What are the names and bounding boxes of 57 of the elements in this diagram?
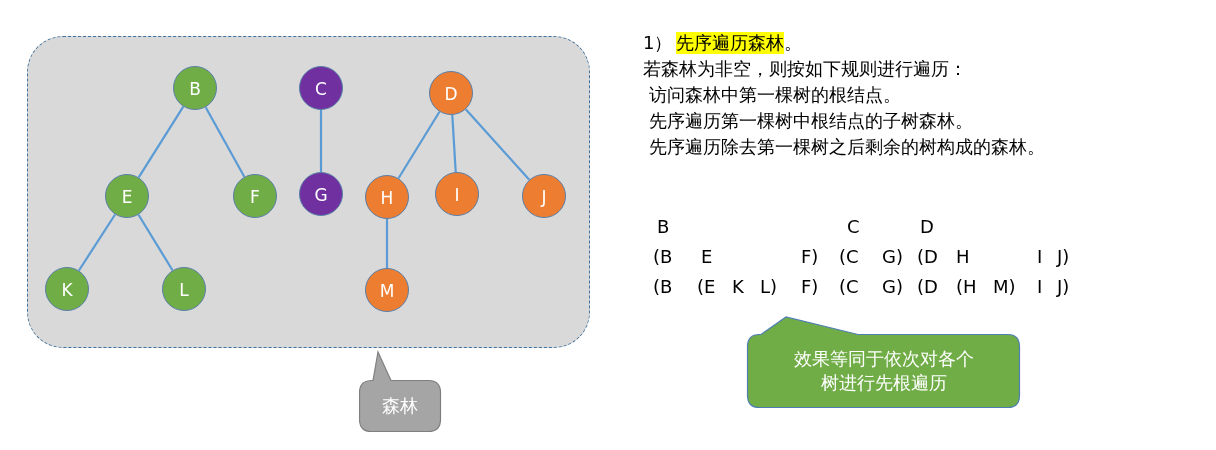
tree-edge [464,108,531,181]
tree-edge [204,106,246,178]
traversal-token: I [1037,246,1043,268]
tree-node: E [105,174,149,218]
tree-node: I [435,172,479,216]
traversal-token: J) [1057,246,1070,268]
tree-node: G [299,172,343,216]
traversal-token: L) [760,276,778,298]
traversal-token: I [1037,276,1043,298]
tree-node: L [162,267,206,311]
traversal-token: H [956,246,970,268]
traversal-token: E [701,246,713,268]
traversal-token: F) [801,276,819,298]
traversal-token: K [732,276,744,298]
tree-node: F [233,174,277,218]
tree-node: D [429,71,473,115]
tree-edge [385,219,389,268]
traversal-letter: B [657,216,670,238]
traversal-token: M) [993,276,1016,298]
traversal-token: (D [917,246,938,268]
traversal-letter: D [920,216,934,238]
callout-text: 效果等同于依次对各个树进行先根遍历 [792,347,975,395]
tree-edge [319,110,323,172]
callout-text: 森林 [382,394,418,418]
traversal-token: (E [697,276,716,298]
rule-text: 先序遍历除去第一棵树之后剩余的树构成的森林。 [649,136,1045,158]
traversal-token: (D [917,276,938,298]
traversal-token: (C [839,276,859,298]
tree-node: M [365,268,409,312]
traversal-token: (C [839,246,859,268]
traversal-token: G) [882,276,903,298]
tree-node: K [45,267,89,311]
rule-text: 先序遍历第一棵树中根结点的子树森林。 [649,110,973,132]
speech-bubble [359,350,442,433]
forest-box [27,36,590,348]
traversal-token: (H [956,276,977,298]
rule-text: 若森林为非空，则按如下规则进行遍历： [643,58,967,80]
tree-edge [78,213,116,272]
tree-node: H [365,175,409,219]
traversal-token: J) [1057,276,1070,298]
tree-edge [451,114,457,173]
speech-bubble [746,315,1022,410]
traversal-token: G) [882,246,903,268]
traversal-token: (B [653,276,673,298]
traversal-token: (B [653,246,673,268]
tree-edge [137,106,185,178]
traversal-token: F) [801,246,819,268]
tree-node: J [522,174,566,218]
traversal-letter: C [847,216,860,238]
tree-node: B [173,66,217,110]
heading-punctuation: 。 [784,32,803,54]
tree-node: C [299,66,343,110]
rule-text: 访问森林中第一棵树的根结点。 [649,84,901,106]
tree-edge [137,214,174,271]
tree-edge [397,111,441,179]
step-number: 1） [643,32,673,54]
highlighted-heading: 先序遍历森林 [676,32,785,54]
